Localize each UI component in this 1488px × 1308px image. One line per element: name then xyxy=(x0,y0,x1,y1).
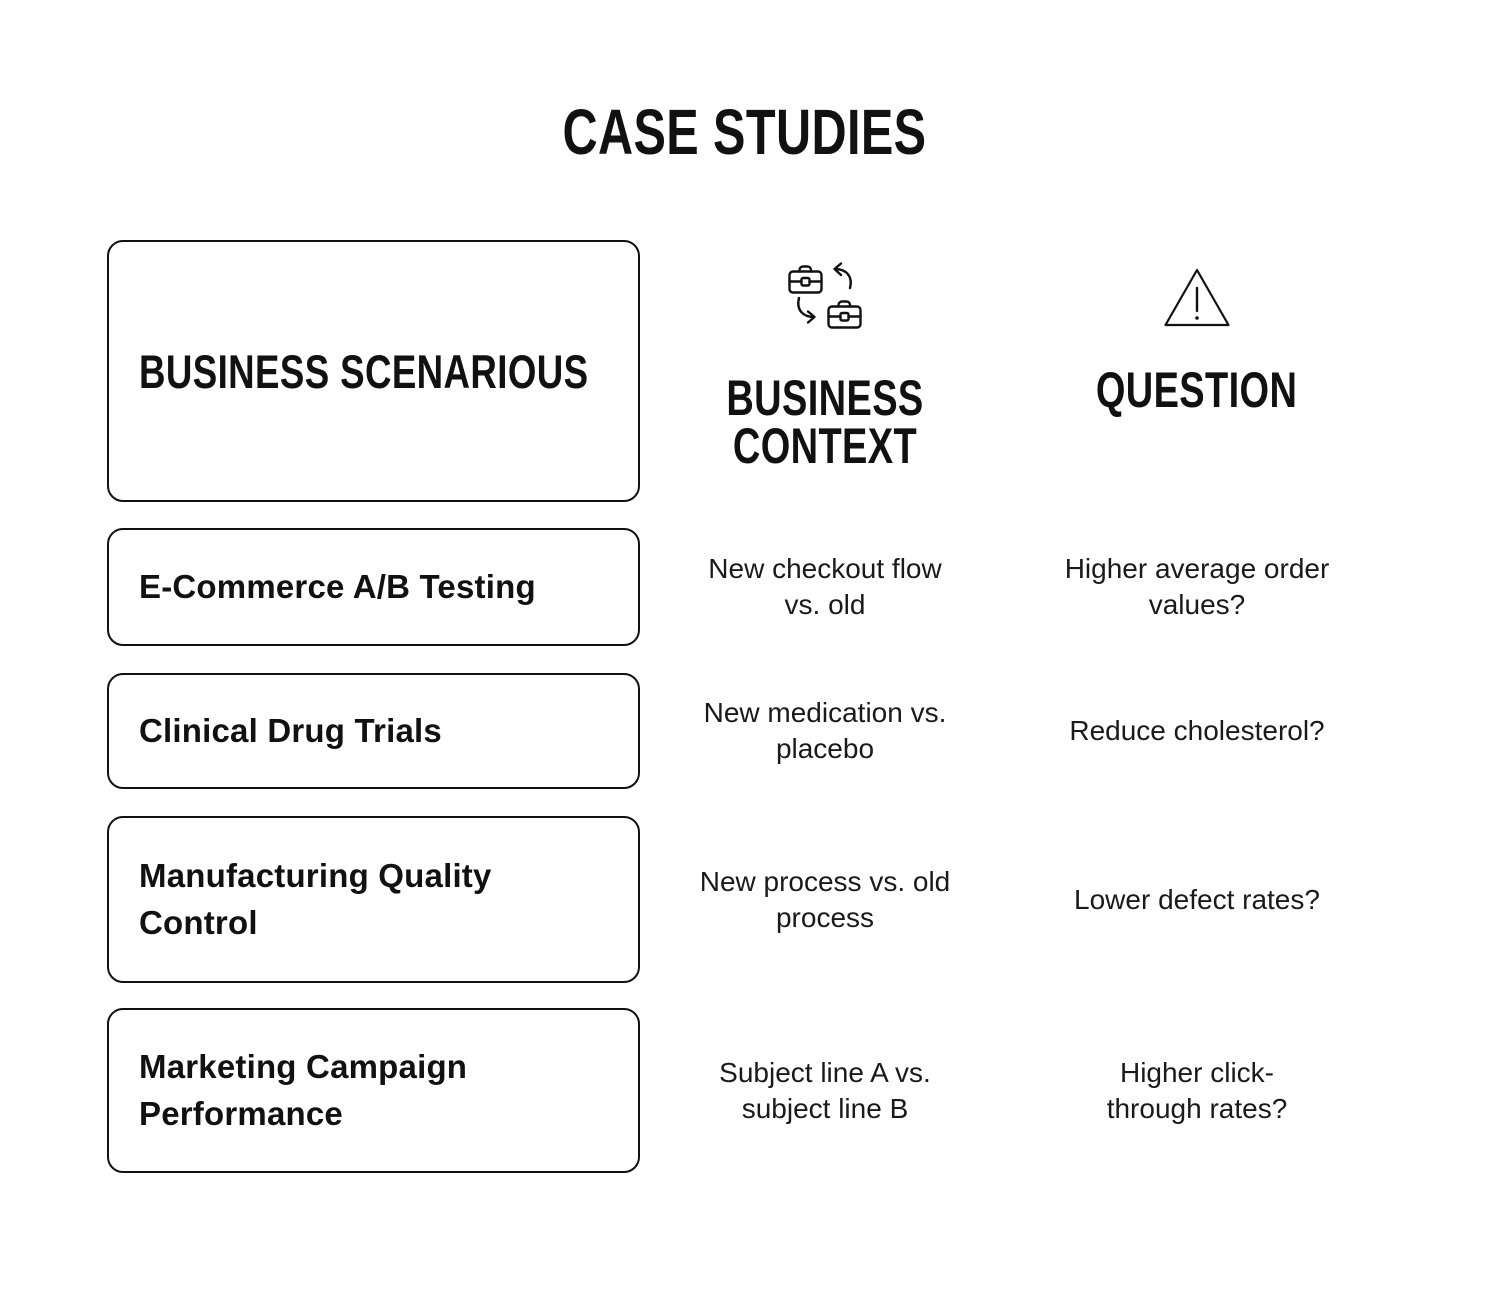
column-header-business-scenarios-label: BUSINESS SCENARIOUS xyxy=(139,344,589,398)
scenario-box-ecommerce-ab-testing: E-Commerce A/B Testing xyxy=(107,528,640,646)
question-cell: Higher click- through rates? xyxy=(1106,1056,1288,1124)
question-cell: Lower defect rates? xyxy=(1074,883,1320,915)
page-title: CASE STUDIES xyxy=(0,100,1488,164)
column-header-question: QUESTION xyxy=(1027,362,1367,418)
scenario-box-clinical-drug-trials: Clinical Drug Trials xyxy=(107,673,640,789)
context-cell: Subject line A vs. subject line B xyxy=(719,1056,931,1124)
column-header-question-label: QUESTION xyxy=(1096,362,1298,418)
context-cell: New checkout flow vs. old xyxy=(708,553,942,620)
scenario-label: E-Commerce A/B Testing xyxy=(139,567,536,605)
scenario-label: Marketing Campaign Performance xyxy=(139,1047,468,1132)
context-cell: New medication vs. placebo xyxy=(703,697,947,764)
scenario-box-marketing-campaign-performance: Marketing Campaign Performance xyxy=(107,1008,640,1173)
question-cell: Higher average order values? xyxy=(1064,553,1330,620)
column-header-business-scenarios: BUSINESS SCENARIOUS xyxy=(107,240,640,502)
page-title-text: CASE STUDIES xyxy=(561,96,927,168)
column-header-business-context: BUSINESS CONTEXT xyxy=(655,370,995,474)
scenario-box-manufacturing-quality-control: Manufacturing Quality Control xyxy=(107,816,640,983)
column-header-business-context-label: BUSINESS CONTEXT xyxy=(726,370,924,474)
context-cell: New process vs. old process xyxy=(699,865,951,933)
briefcase-swap-icon xyxy=(786,262,864,337)
scenario-label: Manufacturing Quality Control xyxy=(139,856,492,941)
scenario-label: Clinical Drug Trials xyxy=(139,711,442,749)
question-cell: Reduce cholesterol? xyxy=(1069,715,1325,746)
warning-triangle-icon xyxy=(1162,266,1232,337)
